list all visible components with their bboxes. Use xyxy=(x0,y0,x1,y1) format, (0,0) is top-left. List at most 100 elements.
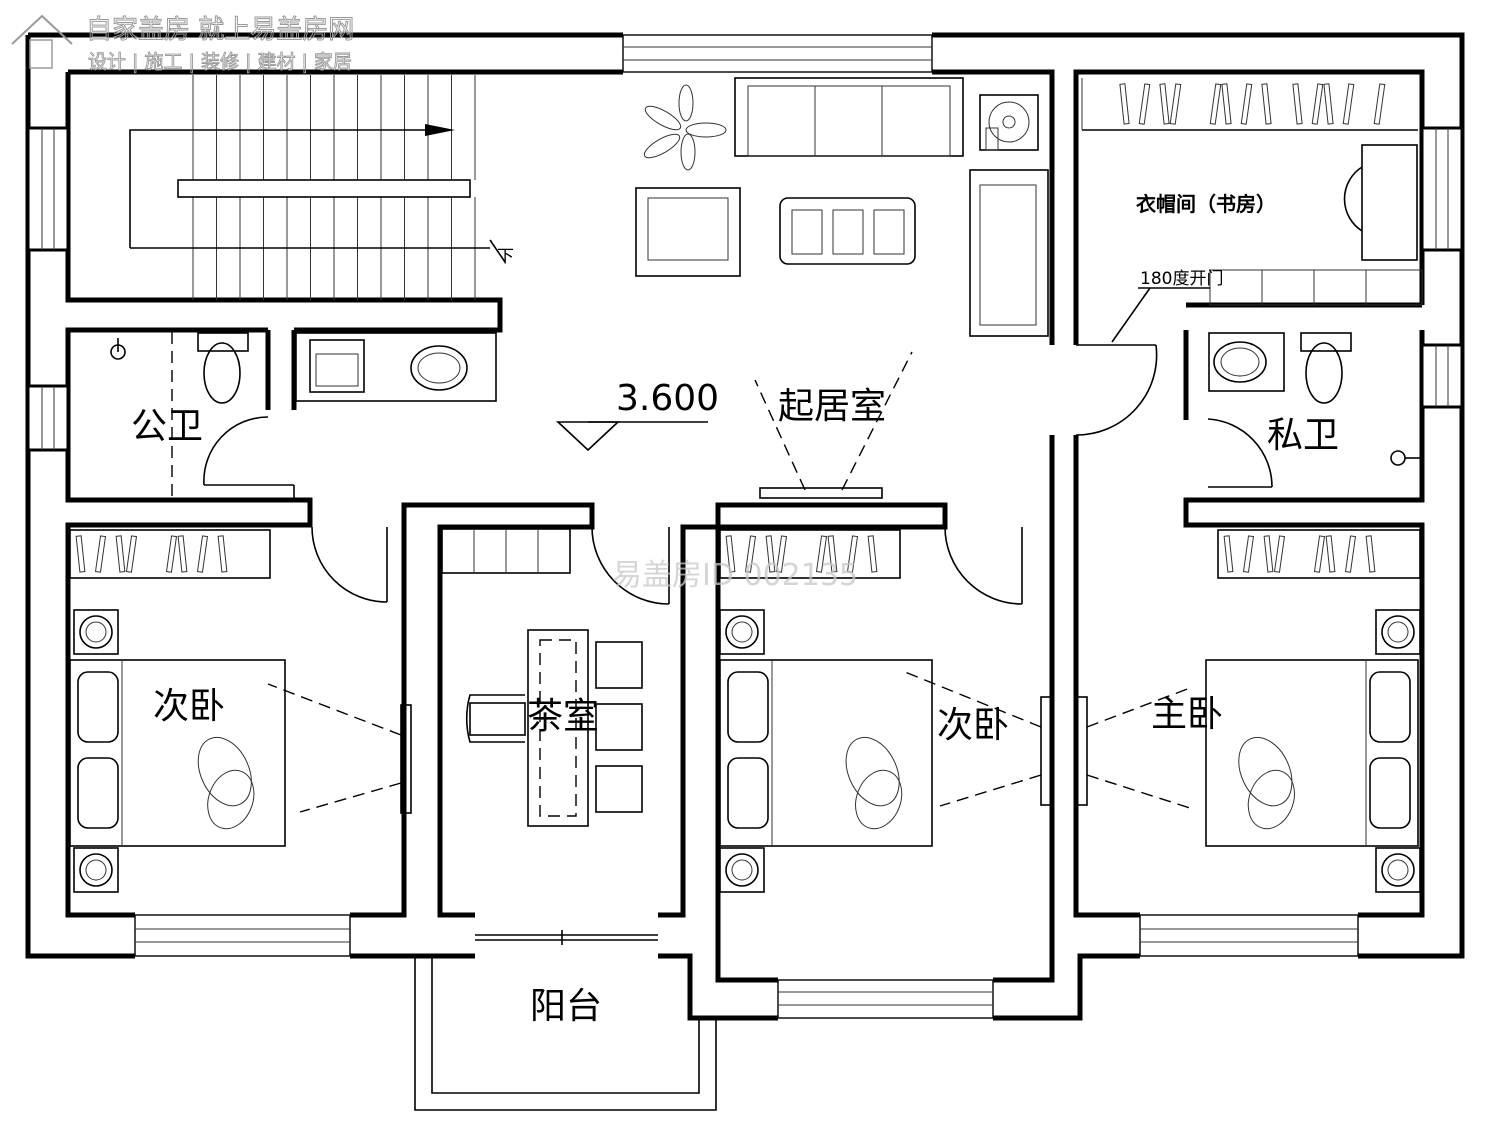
balcony-outline xyxy=(414,930,717,1111)
hanger xyxy=(765,535,776,573)
pillow xyxy=(77,757,119,829)
tv-panel xyxy=(400,704,412,814)
hanger xyxy=(1292,83,1303,125)
nightstand xyxy=(719,847,765,893)
hanger xyxy=(1342,83,1355,125)
tv-view-line xyxy=(1086,774,1191,809)
hanger xyxy=(94,535,107,573)
cushion xyxy=(855,769,903,830)
cushion xyxy=(1247,769,1295,830)
hanger xyxy=(867,535,878,573)
exterior-walls xyxy=(25,32,1465,1021)
watermark-center-id: 易盖房ID 002135 xyxy=(612,558,858,593)
cushion xyxy=(207,769,255,830)
stair-direction-label: 下 xyxy=(497,247,514,267)
wardrobe xyxy=(719,529,901,579)
label-living-room: 起居室 xyxy=(778,386,886,427)
label-private-bathroom: 私卫 xyxy=(1267,415,1339,456)
lamp-icon xyxy=(1381,853,1415,887)
elevation-marker xyxy=(555,421,708,452)
hanger xyxy=(1119,83,1130,125)
tv-view-line xyxy=(939,774,1042,807)
stair-arrow xyxy=(129,124,506,263)
hanger xyxy=(75,535,86,573)
hanger xyxy=(1240,83,1253,125)
nightstand xyxy=(73,609,119,655)
lamp-icon xyxy=(79,853,113,887)
lamp-icon xyxy=(85,621,107,643)
hanger xyxy=(815,535,828,573)
house-logo-icon xyxy=(11,14,73,69)
rotating-door-note: 180度开门 xyxy=(1140,269,1223,289)
hanger xyxy=(1138,83,1151,125)
lamp-icon xyxy=(731,621,753,643)
hanger xyxy=(177,535,188,573)
hanger xyxy=(1311,83,1324,125)
pillow xyxy=(77,671,119,743)
nightstand xyxy=(1375,847,1421,893)
bed xyxy=(1205,659,1419,847)
tea-room-furniture xyxy=(441,528,643,827)
wall-accents xyxy=(265,330,1189,525)
cushion xyxy=(197,736,252,807)
hanger xyxy=(744,535,757,573)
label-balcony: 阳台 xyxy=(530,986,602,1027)
cushion xyxy=(845,736,900,807)
label-secondary-bedroom-middle: 次卧 xyxy=(937,705,1009,746)
cloakroom-furniture xyxy=(1081,78,1423,343)
tv-view-line xyxy=(299,782,402,813)
label-secondary-bedroom-left: 次卧 xyxy=(153,686,225,727)
lamp-icon xyxy=(1387,859,1409,881)
living-furniture xyxy=(635,77,1049,499)
hanger xyxy=(1365,535,1376,573)
hanger xyxy=(125,535,138,573)
tv-view-line xyxy=(267,683,402,736)
hanger xyxy=(1221,83,1232,125)
pillow xyxy=(727,671,769,743)
watermark: 自家盖房 就上易盖房网 设计 | 施工 | 装修 | 建材 | 家居 易盖房ID… xyxy=(11,14,858,593)
hanger xyxy=(1261,83,1272,125)
nightstand xyxy=(73,847,119,893)
tv-panel xyxy=(1040,696,1052,806)
hanger xyxy=(196,535,209,573)
hanger xyxy=(846,535,859,573)
hanger xyxy=(827,535,838,573)
hanger xyxy=(1169,83,1182,125)
watermark-service-line: 设计 | 施工 | 装修 | 建材 | 家居 xyxy=(88,51,352,73)
label-tea-room: 茶室 xyxy=(527,696,599,737)
plant-icon xyxy=(643,84,727,171)
hanger xyxy=(1323,83,1334,125)
bedroom-furniture xyxy=(69,529,1421,893)
bed xyxy=(719,659,933,847)
hanger xyxy=(1159,83,1170,125)
private-bathroom-fixtures xyxy=(1208,332,1420,466)
lamp-icon xyxy=(725,853,759,887)
hanger-rack xyxy=(1119,83,1386,125)
cushion xyxy=(1238,736,1293,807)
lamp-icon xyxy=(1387,621,1409,643)
hanger xyxy=(217,535,228,573)
staircase xyxy=(192,75,476,300)
room-labels: 起居室 公卫 私卫 衣帽间（书房） 茶室 阳台 次卧 次卧 主卧 3.600 下… xyxy=(131,192,1339,1027)
windows xyxy=(41,34,1449,1019)
tv-panel xyxy=(1076,696,1088,806)
hanger xyxy=(775,535,788,573)
hanger xyxy=(1325,535,1336,573)
hanger xyxy=(1313,535,1326,573)
hanger xyxy=(1273,535,1286,573)
wardrobe xyxy=(69,529,271,579)
wardrobe xyxy=(1217,529,1421,579)
hanger xyxy=(1223,535,1234,573)
doors xyxy=(203,344,1273,605)
lamp-icon xyxy=(731,859,753,881)
pillow xyxy=(727,757,769,829)
nightstand xyxy=(719,609,765,655)
hanger xyxy=(1263,535,1274,573)
hanger xyxy=(725,535,736,573)
bed xyxy=(69,659,286,847)
hanger xyxy=(1242,535,1255,573)
nightstand xyxy=(1375,609,1421,655)
hanger xyxy=(1209,83,1222,125)
tv-view-line xyxy=(904,671,1042,728)
hanger xyxy=(115,535,126,573)
